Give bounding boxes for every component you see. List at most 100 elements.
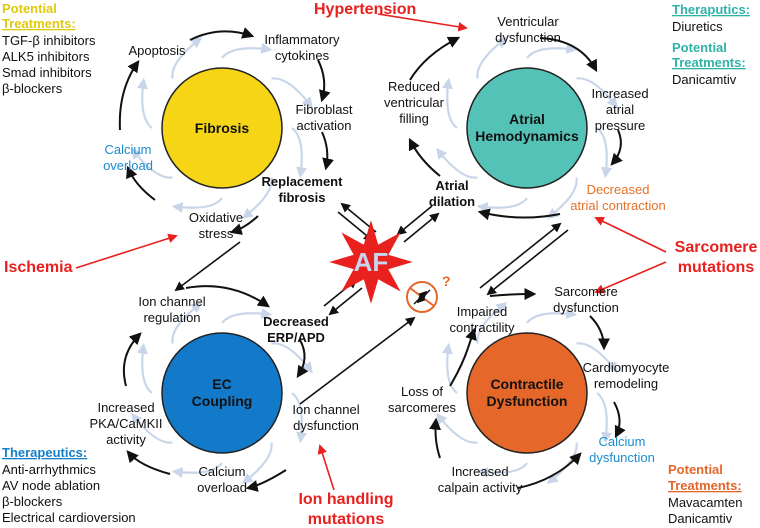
panel-top-right-item: Diuretics <box>672 19 723 34</box>
sarcomere-mutations-label-2: mutations <box>678 259 755 276</box>
swirl-arrow <box>436 147 478 179</box>
swirl-arrow <box>171 37 203 79</box>
cardiomyocyte-label-1: Cardiomyocyte <box>583 360 670 375</box>
hypertension-label: Hypertension <box>314 1 416 18</box>
panel-top-left-title-2: Treatments: <box>2 16 76 31</box>
oxidative-label-2: stress <box>199 226 234 241</box>
swirl-arrow <box>131 147 173 179</box>
contractile-hub <box>466 332 588 454</box>
swirl-arrow <box>476 37 508 79</box>
panel-bottom-left-title: Therapeutics: <box>2 445 87 460</box>
panel-top-left-item: ALK5 inhibitors <box>2 49 90 64</box>
panel-top-right-2-title-1: Potential <box>672 40 727 55</box>
ec-hub-label-1: EC <box>212 376 231 392</box>
filling-label-3: filling <box>399 111 429 126</box>
inflammatory-label-1: Inflammatory <box>264 32 340 47</box>
pka-label-2: PKA/CaMKII <box>90 416 163 431</box>
swirl-arrow <box>137 342 153 394</box>
swirl-arrow <box>171 462 223 478</box>
filling-label-2: ventricular <box>384 95 445 110</box>
swirl-arrow <box>526 43 578 59</box>
contraction-label-1: Decreased <box>587 182 650 197</box>
sarcomere-dys-label-1: Sarcomere <box>554 284 618 299</box>
inhibition-symbol: ? <box>406 273 451 313</box>
impaired-label-1: Impaired <box>457 304 508 319</box>
af-label: AF <box>354 247 389 277</box>
fibroblast-label-2: activation <box>297 118 352 133</box>
panel-top-left-item: TGF-β inhibitors <box>2 33 96 48</box>
swirl-arrow <box>436 412 478 444</box>
swirl-arrow <box>596 392 612 444</box>
ventricular-label-2: dysfunction <box>495 30 561 45</box>
swirl-arrow <box>291 127 307 179</box>
ec-hub-label-2: Coupling <box>192 393 253 409</box>
contractile-calcium-label-2: dysfunction <box>589 450 655 465</box>
af-connections <box>174 202 569 405</box>
panel-top-right-2-item: Danicamtiv <box>672 72 737 87</box>
cardiomyocyte-label-2: remodeling <box>594 376 658 391</box>
swirl-arrow <box>241 442 273 484</box>
loss-label-1: Loss of <box>401 384 443 399</box>
swirl-arrow <box>596 127 612 179</box>
sarcomere-dys-label-2: dysfunction <box>553 300 619 315</box>
contractile-hub-label-2: Dysfunction <box>487 393 568 409</box>
panel-bottom-left-item: β-blockers <box>2 494 63 509</box>
filling-label-1: Reduced <box>388 79 440 94</box>
swirl-arrow <box>576 77 618 109</box>
swirl-arrow <box>271 77 313 109</box>
ion-regulation-label-1: Ion channel <box>138 294 205 309</box>
panel-bottom-right: Potential Treatments: Mavacamten Danicam… <box>668 462 742 526</box>
panel-top-right-2-title-2: Treatments: <box>672 55 746 70</box>
apoptosis-label: Apoptosis <box>128 43 186 58</box>
panel-bottom-left-item: Anti-arrhythmics <box>2 462 96 477</box>
panel-top-left-item: Smad inhibitors <box>2 65 92 80</box>
calpain-label-2: calpain activity <box>438 480 523 495</box>
contractile-calcium-label-1: Calcium <box>599 434 646 449</box>
question-mark: ? <box>442 273 451 289</box>
swirl-arrow <box>131 412 173 444</box>
swirl-arrow <box>476 197 528 213</box>
replacement-label-2: fibrosis <box>279 190 326 205</box>
trigger-arrows <box>75 13 667 491</box>
swirl-arrow <box>442 342 458 394</box>
atrial-hub <box>466 67 588 189</box>
replacement-label-1: Replacement <box>262 174 344 189</box>
swirl-arrow <box>476 462 528 478</box>
swirl-arrow <box>476 302 508 344</box>
panel-bottom-left-item: Electrical cardioversion <box>2 510 136 525</box>
panel-top-right-title: Theraputics: <box>672 2 750 17</box>
swirl-arrow <box>221 308 273 324</box>
atrial-hub-label-1: Atrial <box>509 111 545 127</box>
swirl-arrow <box>171 197 223 213</box>
swirl-arrow <box>442 77 458 129</box>
oxidative-label-1: Oxidative <box>189 210 243 225</box>
fibrosis-calcium-label-1: Calcium <box>105 142 152 157</box>
panel-top-left: Potential Treatments: TGF-β inhibitors A… <box>2 1 96 96</box>
panel-top-right: Theraputics: Diuretics Potential Treatme… <box>672 2 750 87</box>
swirl-arrow <box>171 302 203 344</box>
ventricular-label-1: Ventricular <box>497 14 559 29</box>
panel-bottom-right-item: Mavacamten <box>668 495 742 510</box>
swirl-arrow <box>546 177 578 219</box>
fibrosis-calcium-label-2: overload <box>103 158 153 173</box>
contractile-hub-label-1: Contractile <box>490 376 563 392</box>
swirl-arrow <box>291 392 307 444</box>
ion-dysfunction-label-1: Ion channel <box>292 402 359 417</box>
ec-calcium-label-2: overload <box>197 480 247 495</box>
pressure-label-3: pressure <box>595 118 646 133</box>
pka-label-3: activity <box>106 432 146 447</box>
swirl-arrows <box>131 37 618 484</box>
ion-regulation-label-2: regulation <box>143 310 200 325</box>
swirl-arrow <box>137 77 153 129</box>
panel-top-left-item: β-blockers <box>2 81 63 96</box>
loss-label-2: sarcomeres <box>388 400 456 415</box>
fibrosis-hub-label: Fibrosis <box>195 120 250 136</box>
dilation-label-2: dilation <box>429 194 475 209</box>
ischemia-label: Ischemia <box>4 259 73 276</box>
erp-label-1: Decreased <box>263 314 329 329</box>
pressure-label-2: atrial <box>606 102 634 117</box>
panel-bottom-left: Therapeutics: Anti-arrhythmics AV node a… <box>2 445 136 525</box>
swirl-arrow <box>221 43 273 59</box>
panel-bottom-right-title-1: Potential <box>668 462 723 477</box>
af-star: AF <box>329 220 413 304</box>
